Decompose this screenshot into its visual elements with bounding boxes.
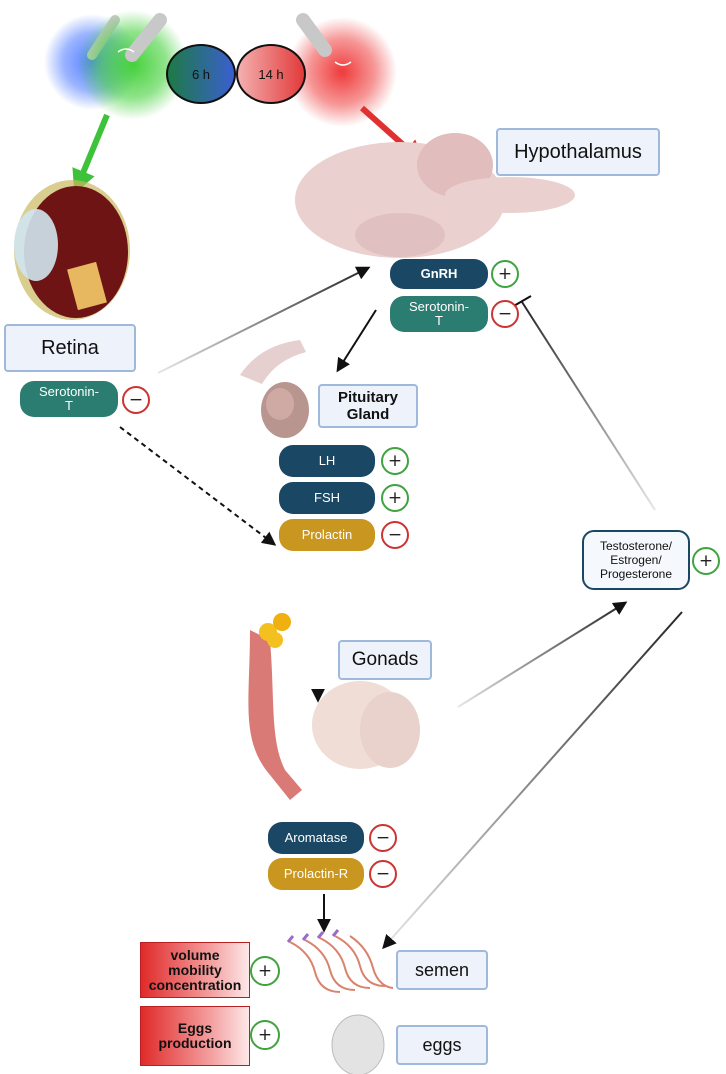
egg-icon xyxy=(331,1014,385,1074)
steroid-hormones-label: Testosterone/ Estrogen/ Progesterone xyxy=(582,530,690,590)
semen-quality-outcome: volume mobility concentration xyxy=(140,942,250,998)
steroid-hormones-sign: + xyxy=(692,547,720,575)
prolactin-r-pill: Prolactin-R xyxy=(268,858,364,890)
aromatase-sign: − xyxy=(369,824,397,852)
lh-pill: LH xyxy=(279,445,375,477)
hypothalamus-label: Hypothalamus xyxy=(496,128,660,176)
hypothalamus-to-pituitary-arrow xyxy=(336,309,377,373)
semen-quality-sign: + xyxy=(250,956,280,986)
semen-label: semen xyxy=(396,950,488,990)
hypothalamus-serotonin-pill: Serotonin- T xyxy=(390,296,488,332)
hypothalamus-serotonin-sign: − xyxy=(491,300,519,328)
gnrh-sign: + xyxy=(491,260,519,288)
retina-label: Retina xyxy=(4,324,136,372)
sperm-icon xyxy=(286,929,394,993)
photoperiod-long-badge: 14 h xyxy=(236,44,306,104)
retina-to-gnrh-arrow xyxy=(157,266,371,374)
retina-serotonin-pill: Serotonin- T xyxy=(20,381,118,417)
egg-production-sign: + xyxy=(250,1020,280,1050)
red-light-bulb-icon xyxy=(287,13,397,127)
fsh-sign: + xyxy=(381,484,409,512)
green-light-arrow xyxy=(72,113,110,194)
gonads-label: Gonads xyxy=(338,640,432,680)
gonads-to-steroids-arrow xyxy=(457,601,628,708)
gonads-icon xyxy=(248,613,420,800)
prolactin-sign: − xyxy=(381,521,409,549)
aromatase-pill: Aromatase xyxy=(268,822,364,854)
eye-icon xyxy=(14,180,130,320)
prolactin-r-sign: − xyxy=(369,860,397,888)
steroids-to-semen-arrow xyxy=(382,611,683,950)
pituitary-label: Pituitary Gland xyxy=(318,384,418,428)
brain-icon xyxy=(295,133,575,258)
pituitary-gland-icon xyxy=(240,340,309,438)
lh-sign: + xyxy=(381,447,409,475)
egg-production-outcome: Eggs production xyxy=(140,1006,250,1066)
green-light-bulb-icon xyxy=(78,10,188,120)
fsh-pill: FSH xyxy=(279,482,375,514)
steroids-feedback-inhibition xyxy=(521,301,656,511)
eggs-label: eggs xyxy=(396,1025,488,1065)
prolactin-pill: Prolactin xyxy=(279,519,375,551)
retina-to-prolactin-dashed-arrow xyxy=(119,426,277,546)
photoperiod-short-badge: 6 h xyxy=(166,44,236,104)
gnrh-pill: GnRH xyxy=(390,259,488,289)
retina-serotonin-sign: − xyxy=(122,386,150,414)
